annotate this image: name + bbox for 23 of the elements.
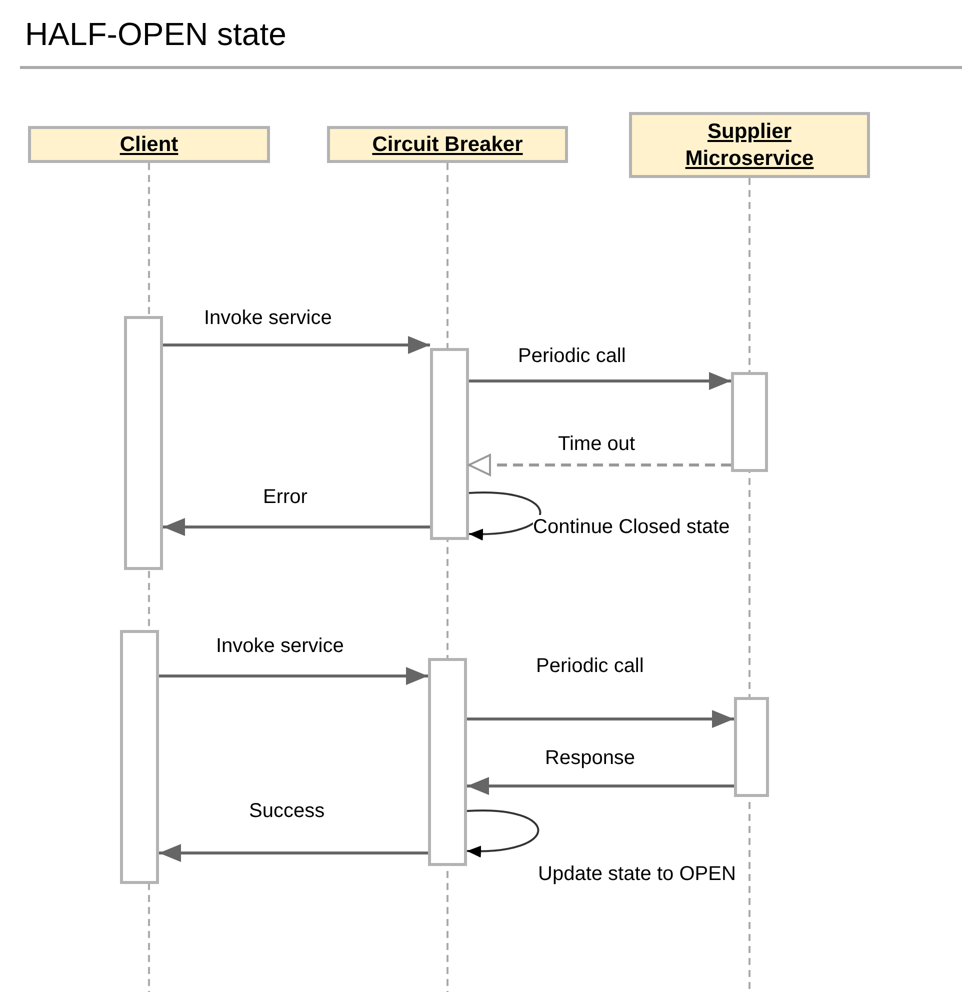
activation-bar (120, 630, 159, 884)
message-arrow (467, 777, 734, 795)
message-arrow (163, 336, 430, 354)
participant-box (28, 126, 270, 163)
participant-box (629, 112, 870, 178)
message-arrow (159, 667, 428, 685)
activation-bar (731, 372, 768, 472)
participant-box (327, 126, 568, 163)
participant-name: Supplier Microservice (684, 119, 815, 172)
activation-bar (734, 697, 769, 797)
participant-name: Client (120, 132, 178, 158)
activation-bar (428, 658, 467, 866)
activation-bar (124, 316, 163, 570)
self-message-arrow (468, 492, 542, 540)
message-arrow (159, 844, 428, 862)
activation-bar (430, 348, 469, 540)
self-message-arrow (466, 810, 540, 857)
message-arrow (467, 710, 734, 728)
title: HALF-OPEN state (25, 15, 286, 54)
message-arrow (163, 518, 430, 536)
message-arrow (469, 372, 731, 390)
return-arrow (468, 454, 731, 476)
participant-name: Circuit Breaker (372, 132, 523, 158)
